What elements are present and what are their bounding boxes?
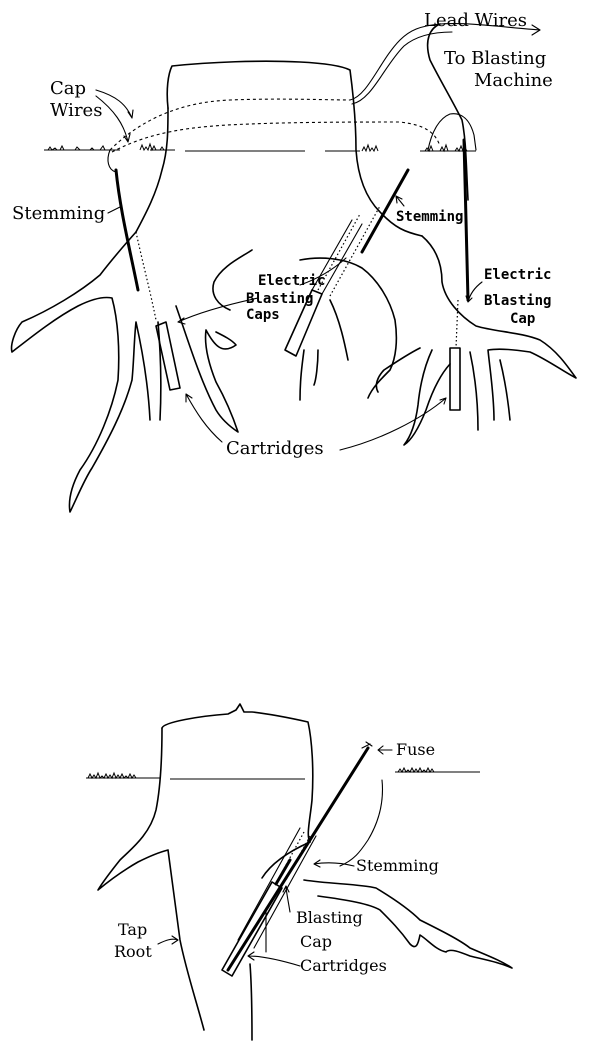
label-blasting-1: Blasting [246, 291, 314, 307]
right-roots [375, 235, 577, 446]
trunk-bottom [161, 703, 314, 843]
label-electric-1: Electric [258, 273, 326, 289]
lead-wires [349, 23, 541, 105]
label-wires: Wires [50, 100, 103, 121]
bottom-blasting-cap [274, 858, 292, 886]
label-fuse: Fuse [396, 740, 436, 759]
ground-line-bottom [86, 771, 480, 780]
arrow-stemming-left [107, 205, 123, 214]
arrow-electric-caps-2 [299, 257, 347, 286]
arrow-tap-root [157, 935, 179, 945]
ground-line-top [44, 149, 476, 152]
arrow-cap-wires [95, 89, 134, 119]
cap-wire-upper [109, 98, 351, 151]
label-to-blasting: To Blasting [444, 48, 547, 69]
label-cartridges-bottom: Cartridges [300, 956, 387, 975]
trunk-left-side [135, 107, 169, 233]
middle-hole-dots [317, 205, 381, 297]
root-bottom-right [303, 879, 513, 969]
label-blasting-2: Blasting [484, 293, 552, 309]
label-cap-2: Cap [510, 311, 536, 327]
arrow-stemming-bottom [313, 859, 355, 868]
label-machine: Machine [474, 70, 553, 91]
label-caps-1: Caps [246, 307, 280, 323]
label-cap-bottom: Cap [300, 932, 333, 951]
arrow-cap-wires-2 [95, 95, 131, 143]
left-roots [10, 231, 239, 513]
stemming-dots [279, 831, 311, 881]
left-cartridge [155, 321, 181, 391]
label-lead-wires: Lead Wires [424, 10, 528, 31]
grass-tufts-bottom [87, 766, 435, 780]
middle-hole [311, 219, 363, 295]
bottom-lower-right [249, 963, 253, 1041]
arrow-cartridges-bottom [247, 951, 301, 967]
label-blasting-bottom: Blasting [296, 908, 363, 927]
trunk-top-outline [166, 60, 423, 237]
arrow-fuse [377, 745, 393, 755]
label-cap: Cap [50, 78, 87, 99]
bottom-cartridge [221, 881, 283, 977]
cap-wire-loop-left [107, 149, 117, 173]
arrow-stemming-right [395, 195, 405, 207]
label-stemming-bottom: Stemming [356, 856, 439, 875]
fuse [226, 746, 370, 972]
lead-wires-return [426, 23, 469, 201]
middle-roots [212, 249, 398, 401]
arrow-cartridges-right [339, 397, 447, 451]
right-cartridge [449, 347, 461, 411]
arrow-blasting-cap-bottom [282, 885, 291, 913]
label-stemming-left: Stemming [12, 203, 106, 224]
label-tap: Tap [118, 920, 148, 939]
label-cartridges: Cartridges [226, 438, 324, 459]
label-electric-2: Electric [484, 267, 552, 283]
left-hole-dots [135, 231, 157, 321]
arrow-cartridges-left [185, 393, 223, 443]
right-hole-dots [455, 299, 459, 349]
left-hole [114, 168, 140, 292]
arrow-electric-caps [177, 297, 259, 325]
grass-tufts-top [47, 142, 468, 153]
right-hole [462, 138, 470, 302]
trunk-bottom-left [97, 727, 205, 1031]
bottom-stump [86, 703, 513, 1041]
middle-hole-heavy [360, 168, 410, 254]
label-stemming-right: Stemming [396, 209, 464, 225]
top-stump [10, 23, 577, 513]
arrow-electric-right [465, 281, 483, 303]
label-root: Root [114, 942, 152, 961]
root-bottom-right-curl [339, 779, 384, 867]
cap-wire-right-loop [427, 113, 477, 151]
lead-wire-arrow [531, 24, 541, 36]
stemming-hole [237, 827, 317, 949]
fuse-tip [361, 741, 373, 749]
